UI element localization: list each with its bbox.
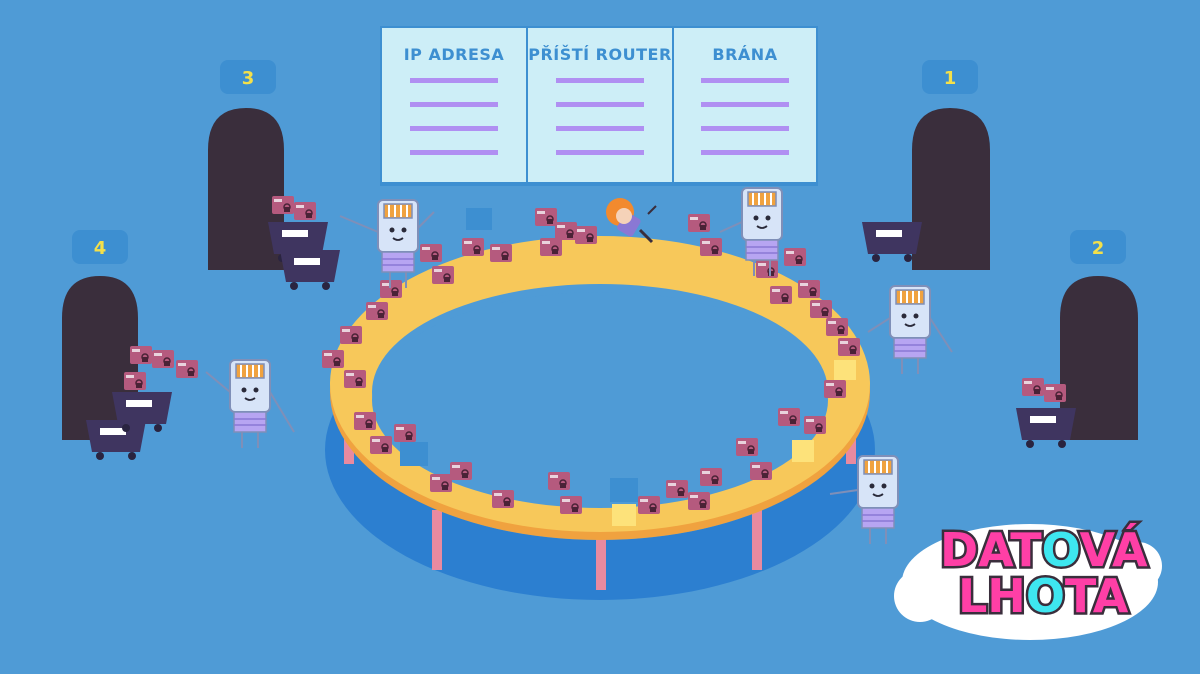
package [803, 415, 827, 435]
package [809, 299, 833, 319]
robot-arms [205, 211, 953, 495]
board-header-ip-adresa: IP ADRESA [404, 45, 505, 64]
package [559, 495, 583, 515]
package [735, 437, 759, 457]
cart-door-3 [268, 195, 340, 290]
package [755, 259, 779, 279]
package [365, 301, 389, 321]
package [461, 237, 485, 257]
package [449, 461, 473, 481]
package [837, 337, 861, 357]
door-number-3: 3 [242, 68, 255, 89]
package [419, 243, 443, 263]
door-2: 2 [1060, 230, 1138, 440]
package [797, 279, 821, 299]
package [769, 285, 793, 305]
package [321, 349, 345, 369]
package [353, 411, 377, 431]
robot-router [889, 285, 931, 375]
board-column-next-router: PŘÍŠTÍ ROUTER [528, 28, 672, 182]
character-kid [606, 198, 657, 244]
boxes [400, 208, 856, 526]
package [777, 407, 801, 427]
package [783, 247, 807, 267]
package [393, 423, 417, 443]
package [574, 225, 598, 245]
package [637, 495, 661, 515]
datova-lhota-logo: DATOVÁ LHOTA [894, 521, 1162, 640]
conveyor-table [330, 236, 870, 540]
package [699, 237, 723, 257]
package [823, 379, 847, 399]
door-number-1: 1 [944, 68, 957, 89]
board-header-pristi-router: PŘÍŠTÍ ROUTER [528, 45, 672, 64]
package [687, 491, 711, 511]
package [665, 479, 689, 499]
package [343, 369, 367, 389]
board-column-gate: BRÁNA [674, 28, 816, 182]
package [431, 265, 455, 285]
door-3: 3 [208, 60, 284, 270]
robot-router [857, 455, 899, 545]
routing-table-board: IP ADRESA PŘÍŠTÍ ROUTER BRÁNA [380, 26, 818, 186]
package [547, 471, 571, 491]
robot-router [229, 359, 271, 449]
package [491, 489, 515, 509]
door-number-2: 2 [1092, 238, 1105, 259]
package [554, 221, 578, 241]
door-number-4: 4 [94, 238, 107, 259]
logo-line-1: DATOVÁ [940, 523, 1148, 577]
package [489, 243, 513, 263]
board-column-ip: IP ADRESA [382, 28, 526, 182]
package [687, 213, 711, 233]
package [534, 207, 558, 227]
door-1: 1 [912, 60, 990, 270]
robot-router [377, 199, 419, 289]
package [825, 317, 849, 337]
package [539, 237, 563, 257]
board-header-brana: BRÁNA [712, 45, 777, 64]
package [429, 473, 453, 493]
package [339, 325, 363, 345]
logo-line-2: LHOTA [958, 569, 1129, 623]
package [749, 461, 773, 481]
package [369, 435, 393, 455]
package [699, 467, 723, 487]
